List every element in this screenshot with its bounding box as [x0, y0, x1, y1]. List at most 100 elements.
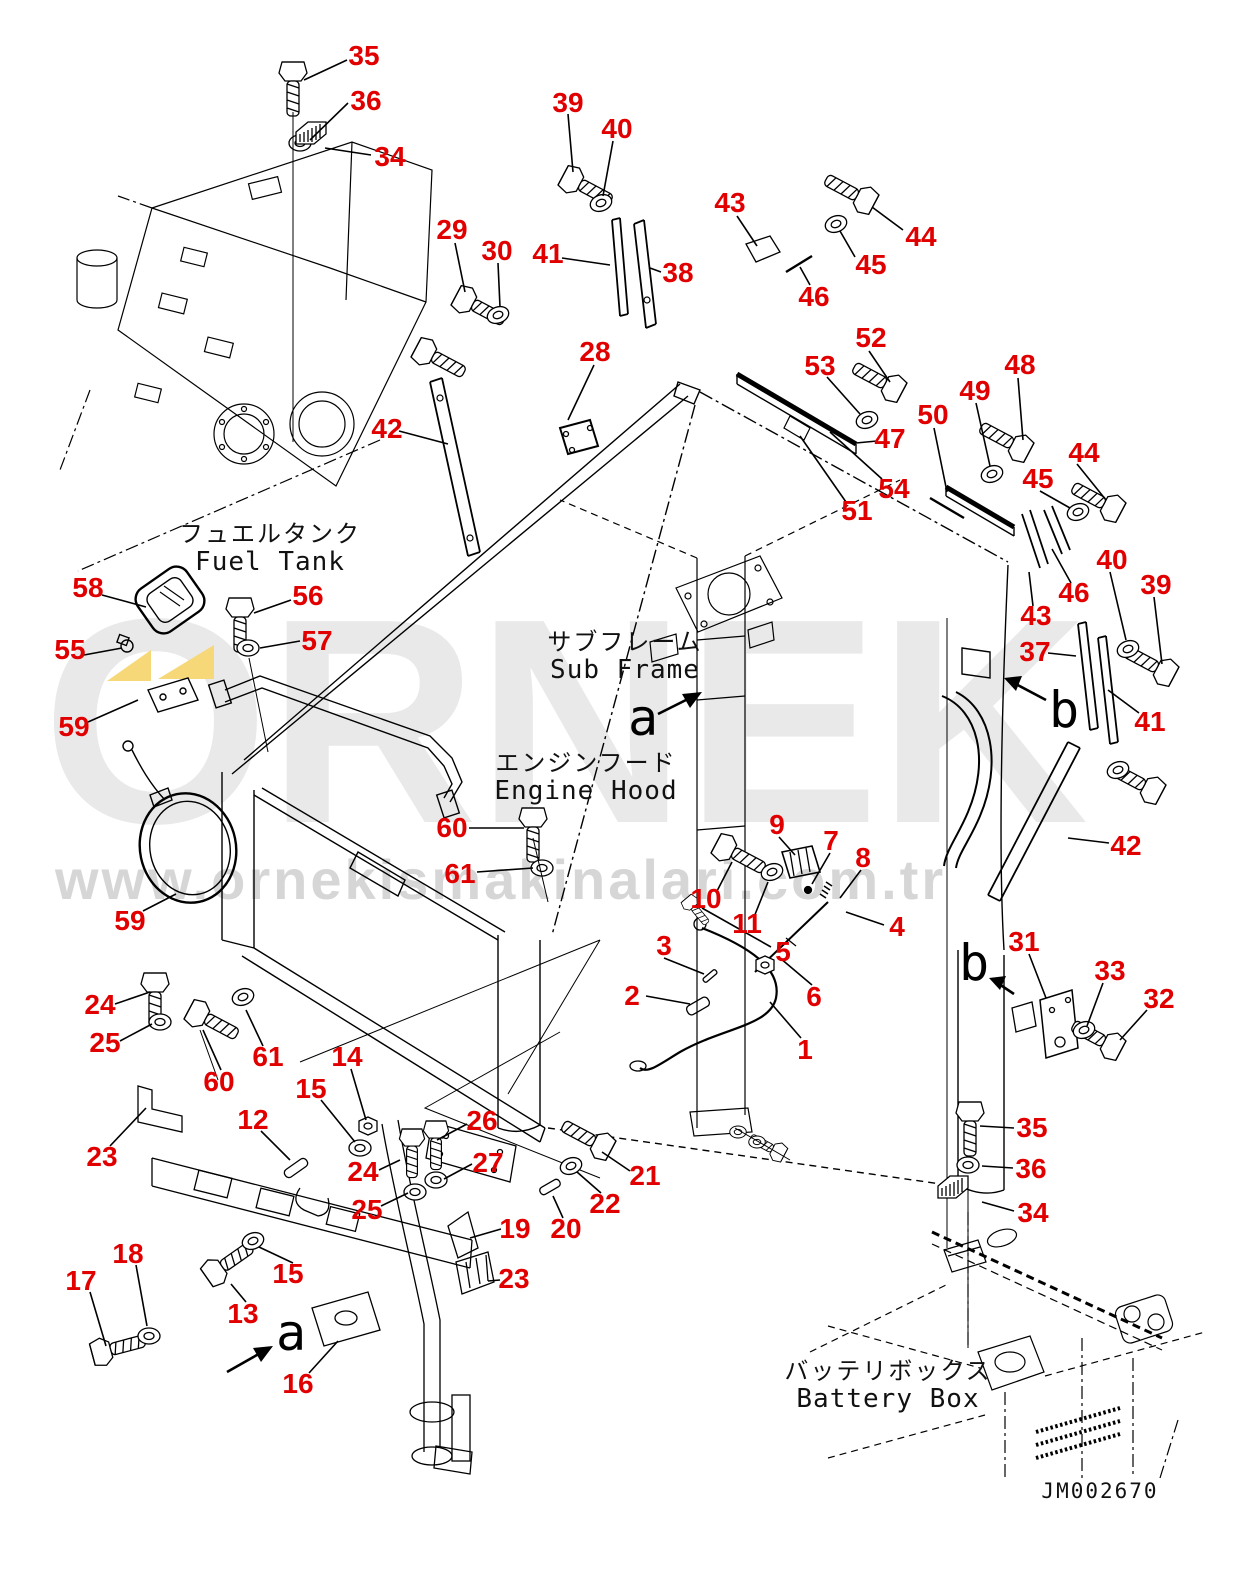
part-callout-58: 58	[72, 572, 104, 603]
part-callout-46: 46	[1058, 577, 1090, 608]
part-callout-55: 55	[54, 634, 86, 665]
part-callout-16: 16	[282, 1368, 314, 1399]
part-callout-60: 60	[436, 812, 468, 843]
battery-box-jp: バッテリボックス	[784, 1357, 992, 1385]
part-callout-60: 60	[203, 1066, 235, 1097]
part-callout-15: 15	[272, 1258, 304, 1289]
part-callout-48: 48	[1004, 349, 1036, 380]
part-callout-59: 59	[58, 711, 90, 742]
part-callout-5: 5	[775, 936, 791, 967]
part-callout-56: 56	[292, 580, 324, 611]
part-callout-52: 52	[855, 322, 887, 353]
fuel-tank-parts	[116, 565, 463, 904]
part-callout-31: 31	[1008, 926, 1040, 957]
view-marker-a: a	[627, 689, 659, 747]
part-callout-57: 57	[301, 625, 333, 656]
part-callout-35: 35	[1016, 1112, 1048, 1143]
drawing-code: JM002670	[1041, 1479, 1159, 1503]
sub-frame-jp: サブフレーム	[547, 628, 703, 656]
part-callout-19: 19	[499, 1213, 531, 1244]
part-callout-43: 43	[714, 187, 746, 218]
part-callout-42: 42	[371, 413, 403, 444]
part-callout-9: 9	[769, 809, 785, 840]
strip-parts	[429, 217, 1119, 902]
part-callout-15: 15	[295, 1073, 327, 1104]
part-callout-50: 50	[917, 399, 949, 430]
part-callout-59: 59	[114, 905, 146, 936]
fastener-parts	[88, 61, 1182, 1369]
part-callout-33: 33	[1094, 955, 1126, 986]
part-callout-51: 51	[841, 495, 873, 526]
part-callout-61: 61	[252, 1041, 284, 1072]
fuel-tank-en: Fuel Tank	[195, 546, 345, 577]
part-callout-39: 39	[1140, 569, 1172, 600]
part-callout-35: 35	[348, 40, 380, 71]
part-callout-12: 12	[237, 1104, 269, 1135]
part-callout-49: 49	[959, 375, 991, 406]
part-callout-54: 54	[878, 473, 910, 504]
part-callout-14: 14	[331, 1041, 363, 1072]
part-callout-44: 44	[905, 221, 937, 252]
engine-hood-en: Engine Hood	[494, 775, 678, 806]
part-callout-41: 41	[1134, 706, 1166, 737]
part-callout-45: 45	[1022, 463, 1054, 494]
part-callout-13: 13	[227, 1298, 259, 1329]
engine-hood-jp: エンジンフード	[495, 749, 677, 777]
part-callout-32: 32	[1143, 983, 1175, 1014]
part-callout-37: 37	[1019, 636, 1051, 667]
part-callout-34: 34	[1017, 1197, 1049, 1228]
part-callout-23: 23	[498, 1263, 530, 1294]
part-callout-24: 24	[347, 1156, 379, 1187]
sub-frame-en: Sub Frame	[550, 654, 700, 685]
part-callout-7: 7	[823, 825, 839, 856]
sub-frame-drawing	[559, 479, 901, 1137]
fuel-tank-jp: フュエルタンク	[179, 520, 361, 548]
part-callout-36: 36	[1015, 1153, 1047, 1184]
latch-cable-parts	[558, 418, 1079, 1072]
part-callout-29: 29	[436, 214, 468, 245]
part-callout-36: 36	[350, 85, 382, 116]
part-callout-2: 2	[624, 980, 640, 1011]
part-callout-27: 27	[472, 1147, 504, 1178]
part-callout-25: 25	[351, 1194, 383, 1225]
part-callout-43: 43	[1020, 600, 1052, 631]
part-callout-21: 21	[629, 1160, 661, 1191]
part-callout-38: 38	[662, 257, 694, 288]
view-marker-b: b	[1048, 681, 1080, 739]
part-callout-44: 44	[1068, 437, 1100, 468]
part-callout-3: 3	[656, 930, 672, 961]
part-callout-40: 40	[1096, 544, 1128, 575]
part-callout-40: 40	[601, 113, 633, 144]
part-callout-26: 26	[466, 1105, 498, 1136]
part-callout-6: 6	[806, 981, 822, 1012]
part-callout-22: 22	[589, 1188, 621, 1219]
chassis-drawing	[59, 141, 433, 572]
leader-lines	[83, 59, 1163, 1374]
part-callout-46: 46	[798, 281, 830, 312]
part-callout-45: 45	[855, 249, 887, 280]
part-callout-20: 20	[550, 1213, 582, 1244]
watermark-brand: ORNEK	[42, 558, 1089, 884]
view-marker-b: b	[958, 934, 990, 992]
part-callout-61: 61	[444, 858, 476, 889]
part-callout-28: 28	[579, 336, 611, 367]
part-callout-30: 30	[481, 235, 513, 266]
part-callout-1: 1	[797, 1034, 813, 1065]
part-callout-39: 39	[552, 87, 584, 118]
part-callout-17: 17	[65, 1265, 97, 1296]
part-callout-47: 47	[874, 423, 906, 454]
watermark-url: www.ornekismakinalari.com.tr	[55, 848, 947, 911]
battery-box-drawing	[809, 1212, 1206, 1479]
part-callout-42: 42	[1110, 830, 1142, 861]
part-callout-34: 34	[374, 141, 406, 172]
support-frame-drawing	[137, 1031, 601, 1475]
view-marker-a: a	[275, 1304, 307, 1362]
part-callout-18: 18	[112, 1238, 144, 1269]
part-callout-41: 41	[532, 238, 564, 269]
